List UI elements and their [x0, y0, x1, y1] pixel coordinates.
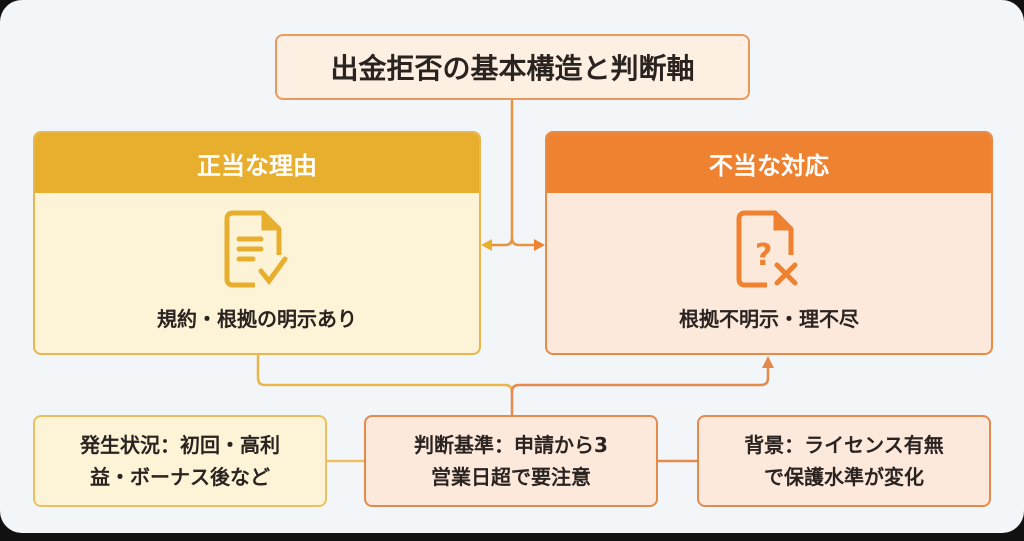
svg-text:?: ? [755, 238, 772, 273]
improper-response-header: 不当な対応 [547, 133, 991, 193]
background-line2: で保護水準が変化 [763, 465, 924, 489]
legit-reason-header: 正当な理由 [35, 133, 479, 193]
criteria-box: 判断基準：申請から3 営業日超で要注意 [364, 415, 658, 507]
document-question-x-icon: ? [736, 210, 798, 288]
occurrence-line2: 益・ボーナス後など [90, 465, 270, 489]
title-to-cards-line [488, 100, 538, 247]
right-card-connector [510, 366, 770, 415]
legit-reason-label: 規約・根拠の明示あり [157, 307, 357, 331]
arrow-right [534, 239, 545, 251]
occurrence-box: 発生状況：初回・高利益・ボーナス後など [33, 415, 327, 507]
criteria-line1: 判断基準：申請から3 [414, 433, 608, 457]
occurrence-line1: 発生状況：初回・高利 [80, 433, 280, 457]
background-line1: 背景：ライセンス有無 [744, 433, 944, 457]
improper-response-card: 不当な対応 ? 根拠不明示・理不尽 [545, 131, 993, 355]
background-box: 背景：ライセンス有無で保護水準が変化 [697, 415, 991, 507]
document-check-icon [224, 210, 288, 288]
arrow-up [762, 356, 774, 368]
legit-reason-card: 正当な理由 規約・根拠の明示あり [33, 131, 481, 355]
diagram-title: 出金拒否の基本構造と判断軸 [275, 34, 750, 100]
improper-response-label: 根拠不明示・理不尽 [679, 307, 859, 331]
arrow-left [481, 239, 492, 251]
left-card-connector [256, 355, 514, 393]
criteria-line2: 営業日超で要注意 [430, 465, 591, 489]
